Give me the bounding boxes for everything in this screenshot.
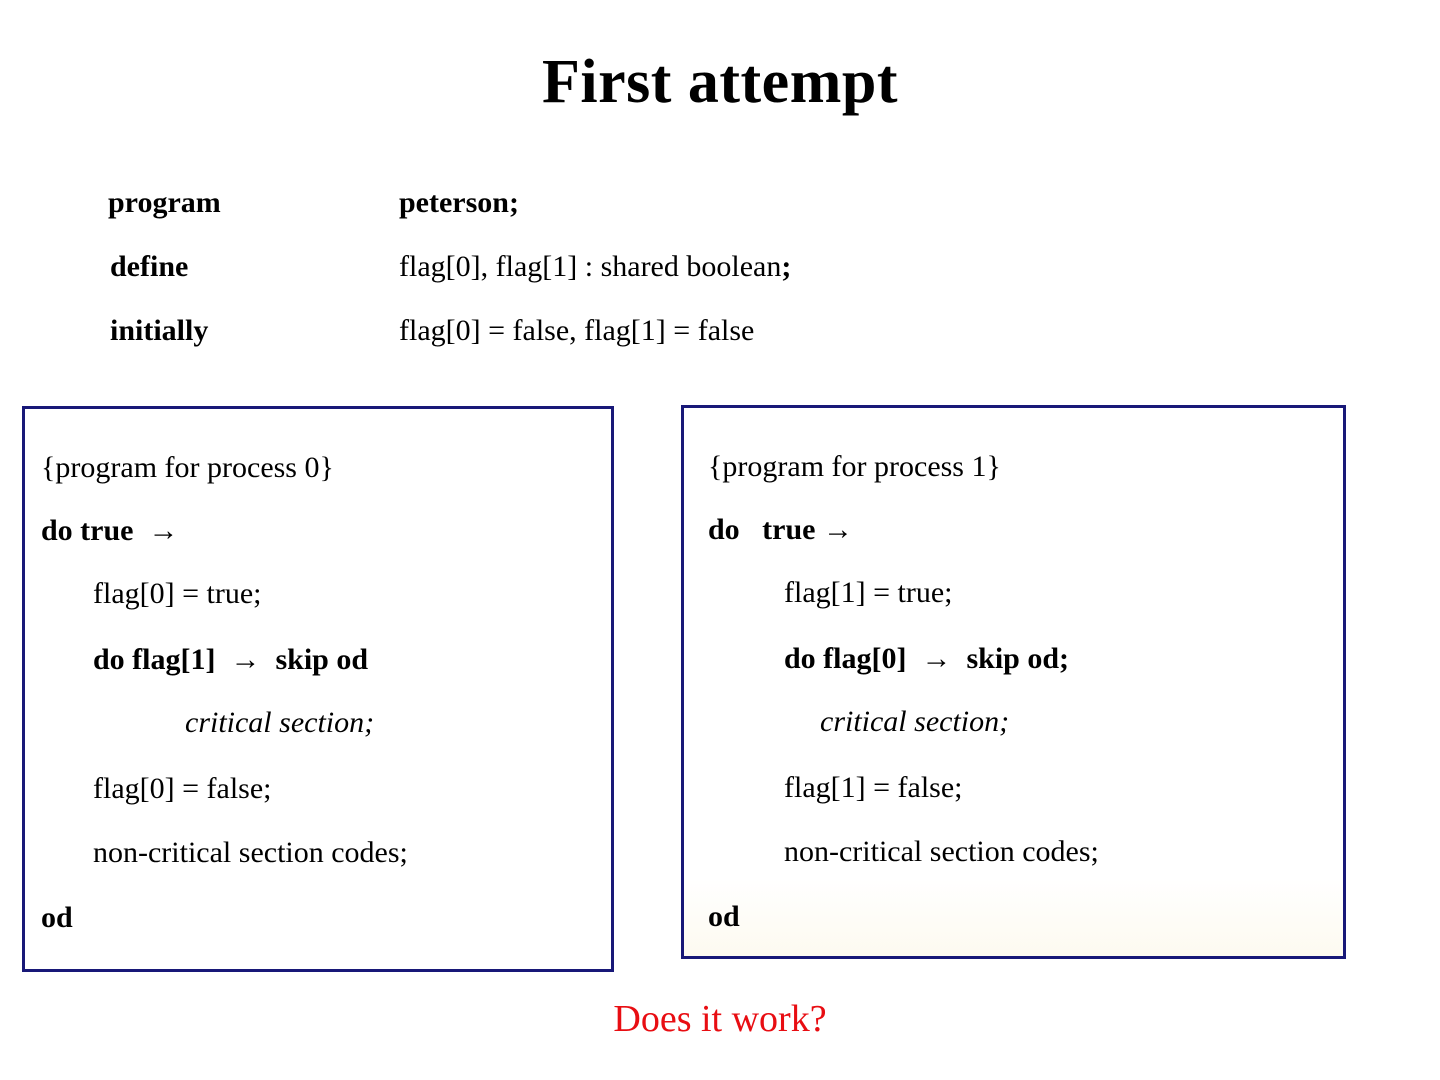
process-1-code-line-7: od: [708, 900, 740, 933]
declaration-row-program: program peterson;: [108, 186, 1208, 250]
declaration-row-initially: initially flag[0] = false, flag[1] = fal…: [108, 314, 1208, 378]
page-title: First attempt: [542, 48, 898, 116]
process-0-code-line-3: do flag[1] → skip od: [93, 643, 369, 676]
declaration-value-define-semicolon: ;: [781, 250, 792, 283]
process-0-code-line-5: flag[0] = false;: [93, 772, 272, 805]
declaration-keyword-program: program: [108, 186, 221, 219]
declaration-row-define: define flag[0], flag[1] : shared boolean…: [108, 250, 1208, 314]
declaration-value-initially: flag[0] = false, flag[1] = false: [399, 314, 755, 347]
process-0-code-line-1: do true →: [41, 514, 179, 547]
process-0-code-line-2: flag[0] = true;: [93, 577, 262, 610]
process-1-code-line-5: flag[1] = false;: [784, 771, 963, 804]
process-1-code-line-0: {program for process 1}: [708, 450, 1001, 483]
program-declaration-block: program peterson; define flag[0], flag[1…: [108, 186, 1208, 378]
process-0-code-line-4: critical section;: [185, 706, 375, 739]
process-0-code-line-6: non-critical section codes;: [93, 836, 408, 869]
process-0-code-line-0: {program for process 0}: [41, 451, 334, 484]
process-1-code-line-2: flag[1] = true;: [784, 576, 953, 609]
process-1-code-line-4: critical section;: [820, 705, 1010, 738]
declaration-value-program: peterson;: [399, 186, 519, 219]
declaration-keyword-define: define: [110, 250, 189, 283]
process-1-code-line-3: do flag[0] → skip od;: [784, 642, 1070, 675]
declaration-keyword-initially: initially: [110, 314, 209, 347]
process-1-code-line-1: do true →: [708, 513, 853, 546]
process-0-code-box: {program for process 0} do true → flag[0] …: [22, 406, 614, 972]
process-1-code-line-6: non-critical section codes;: [784, 835, 1099, 868]
process-0-code-line-7: od: [41, 901, 73, 934]
declaration-value-define: flag[0], flag[1] : shared boolean;: [399, 250, 791, 284]
declaration-value-define-text: flag[0], flag[1] : shared boolean: [399, 250, 782, 283]
process-1-code-box: {program for process 1} do true → flag[1] …: [681, 405, 1346, 959]
footer-question-text: Does it work?: [613, 998, 827, 1040]
